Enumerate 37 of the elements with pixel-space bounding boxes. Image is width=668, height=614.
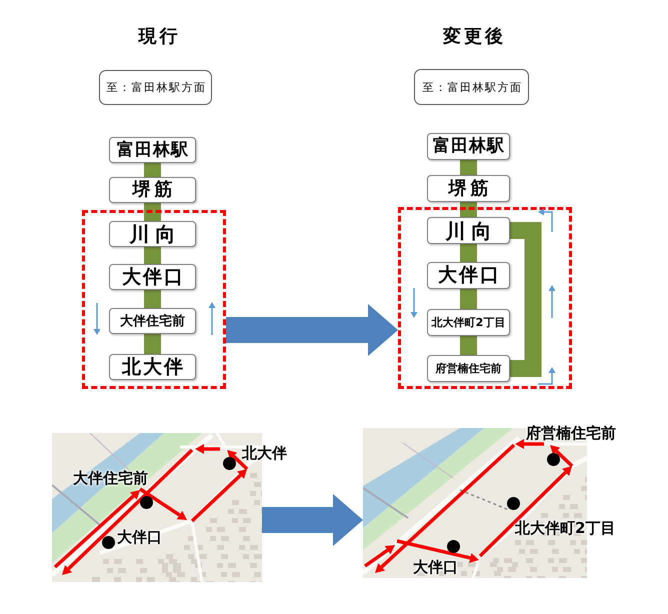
route-line	[144, 334, 161, 354]
stop-name: 北大伴町2丁目	[515, 520, 616, 536]
stop-name: 大伴住宅前	[73, 470, 148, 486]
stop-name-plate: 北大伴町2丁目	[427, 309, 510, 336]
stop-name-plate: 堺筋	[427, 175, 510, 202]
destination-sign: 至：富田林駅方面	[414, 69, 529, 105]
column-heading: 現行	[137, 27, 180, 47]
route-line	[460, 289, 477, 309]
route-line	[460, 202, 477, 217]
stop-name-plate: 大伴住宅前	[109, 308, 196, 334]
stop-name: 北大伴	[242, 445, 287, 462]
arrow	[262, 494, 363, 546]
stop-name-plate: 富田林駅	[109, 137, 196, 163]
stop-name-plate: 大伴口	[427, 262, 510, 289]
route-line	[460, 244, 477, 262]
stop-name-plate: 大伴口	[109, 264, 196, 290]
route-line	[144, 203, 161, 221]
route-line	[460, 160, 477, 175]
route-line	[460, 336, 477, 355]
route-line	[144, 163, 161, 177]
highlight-frame	[398, 207, 572, 389]
destination-sign: 至：富田林駅方面	[99, 70, 212, 105]
column-heading: 変更後	[442, 27, 506, 47]
route-line	[144, 290, 161, 308]
highlight-frame	[82, 210, 226, 389]
stop-name: 府営楠住宅前	[526, 425, 616, 442]
stop-name: 大伴口	[117, 529, 162, 546]
stop-name-plate: 堺筋	[109, 177, 196, 203]
stop-name-plate: 川向	[427, 217, 510, 244]
stop-name-plate: 北大伴	[109, 354, 196, 380]
route-line	[144, 247, 161, 264]
arrow	[226, 304, 398, 356]
stop-name-plate: 府営楠住宅前	[427, 355, 510, 382]
stop-name: 大伴口	[413, 559, 458, 576]
route-line	[510, 222, 542, 377]
stop-name-plate: 富田林駅	[427, 133, 510, 160]
stop-name-plate: 川向	[109, 221, 196, 247]
